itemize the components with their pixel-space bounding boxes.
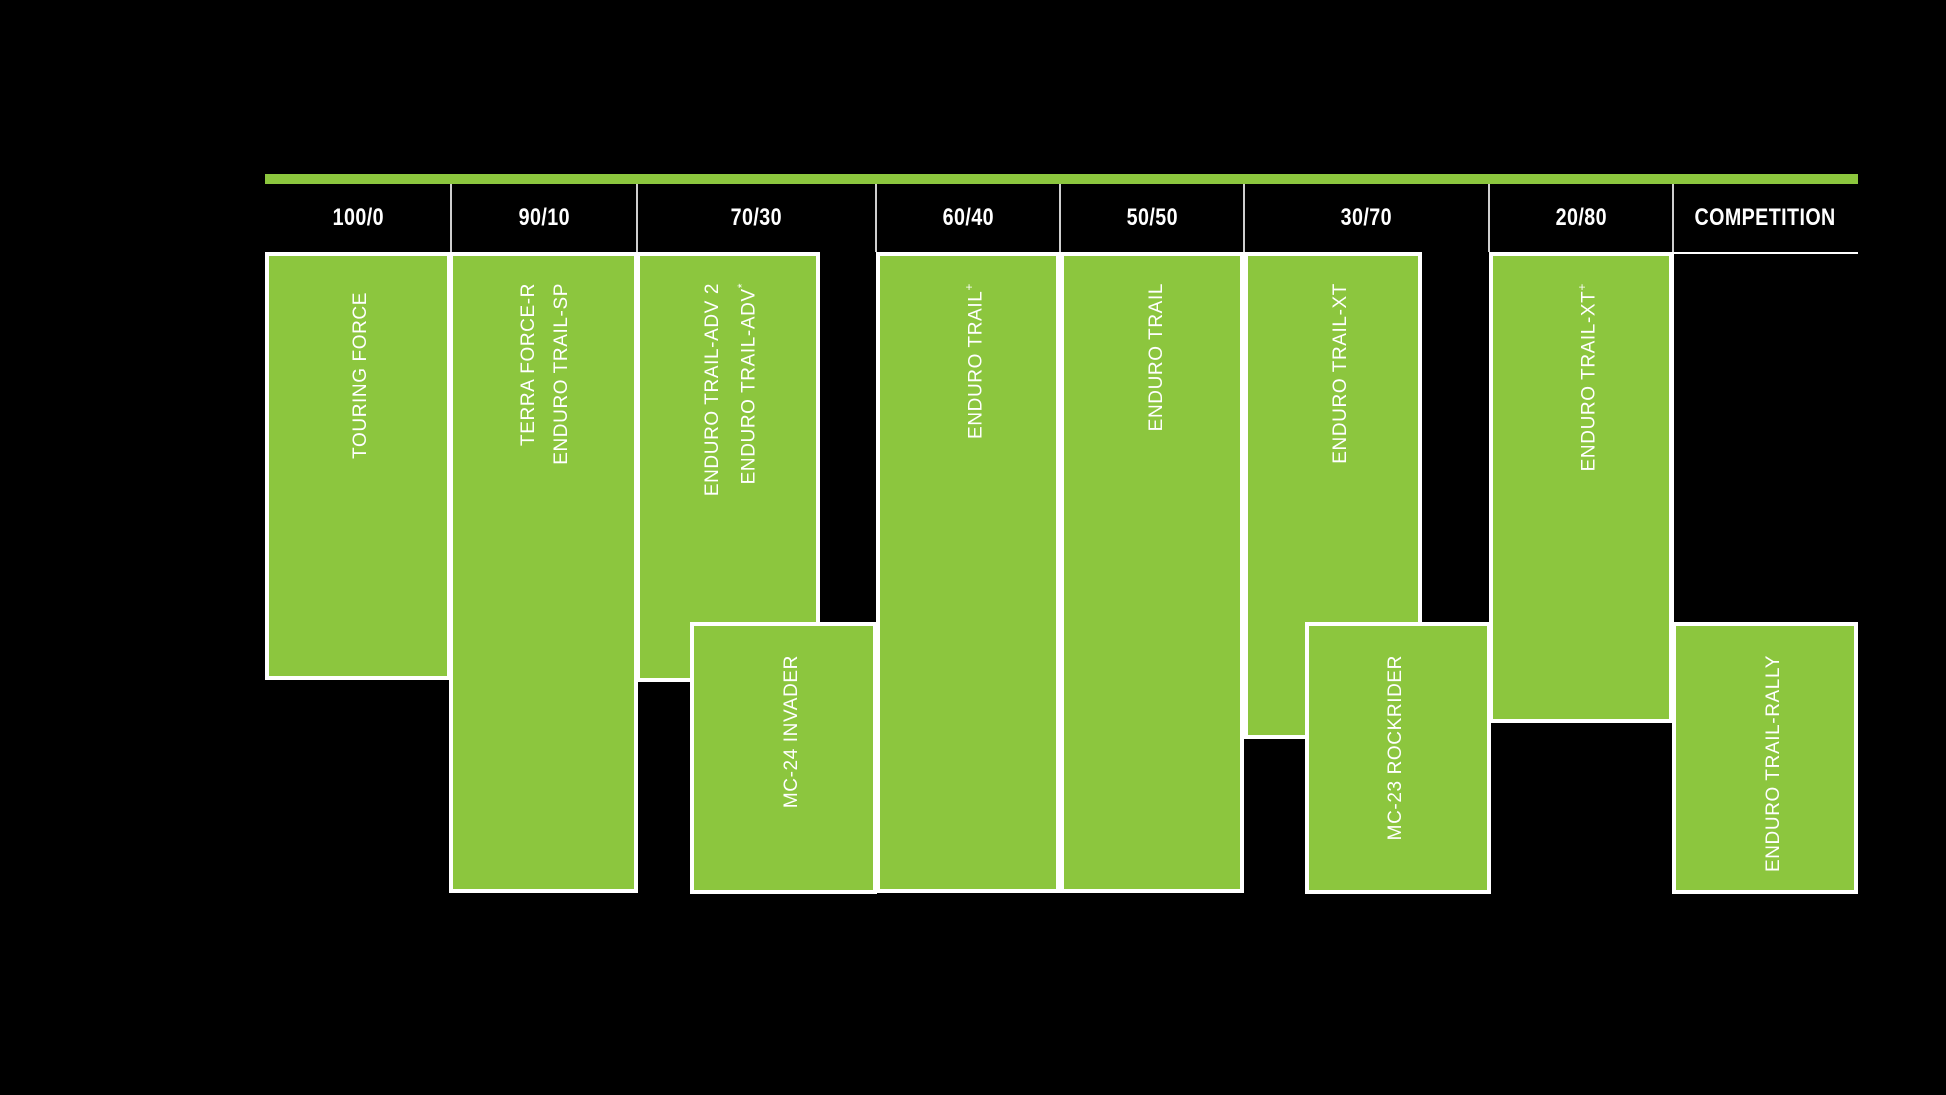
header-label: 30/70 (1340, 204, 1393, 231)
header-cell-6[interactable]: 20/80 (1489, 184, 1673, 252)
band-mc23-rockrider[interactable] (1305, 622, 1491, 894)
header-label: COMPETITION (1694, 204, 1837, 231)
header-cell-3[interactable]: 60/40 (876, 184, 1060, 252)
header-separator (1488, 184, 1490, 252)
header-label: 20/80 (1555, 204, 1607, 231)
header-cell-7[interactable]: COMPETITION (1673, 184, 1858, 252)
competition-cell-outline-top (1672, 252, 1858, 254)
competition-cell-outline-left (1672, 252, 1674, 624)
header-separator (450, 184, 452, 252)
header-label: 90/10 (518, 204, 570, 231)
header-cell-2[interactable]: 70/30 (637, 184, 876, 252)
band-touring-force[interactable] (265, 252, 451, 680)
band-mc24-invader[interactable] (690, 622, 877, 894)
header-separator (636, 184, 638, 252)
header-label: 60/40 (942, 204, 994, 231)
header-label: 70/30 (730, 204, 783, 231)
header-separator (1059, 184, 1061, 252)
header-separator (1672, 184, 1674, 252)
header-cell-4[interactable]: 50/50 (1060, 184, 1244, 252)
band-enduro-trail-plus[interactable] (876, 252, 1060, 893)
band-terra-force-r[interactable] (449, 252, 638, 893)
band-enduro-trail-xt-plus[interactable] (1489, 252, 1673, 723)
header-cell-1[interactable]: 90/10 (451, 184, 637, 252)
header-label: 50/50 (1126, 204, 1178, 231)
header-label: 100/0 (332, 204, 384, 231)
band-enduro-trail-rally[interactable] (1672, 622, 1858, 894)
header-separator (1243, 184, 1245, 252)
header-cell-0[interactable]: 100/0 (265, 184, 451, 252)
band-enduro-trail[interactable] (1060, 252, 1244, 893)
top-accent-rule (265, 174, 1858, 184)
header-separator (875, 184, 877, 252)
header-cell-5[interactable]: 30/70 (1244, 184, 1489, 252)
band-enduro-trail-adv[interactable] (636, 252, 820, 682)
